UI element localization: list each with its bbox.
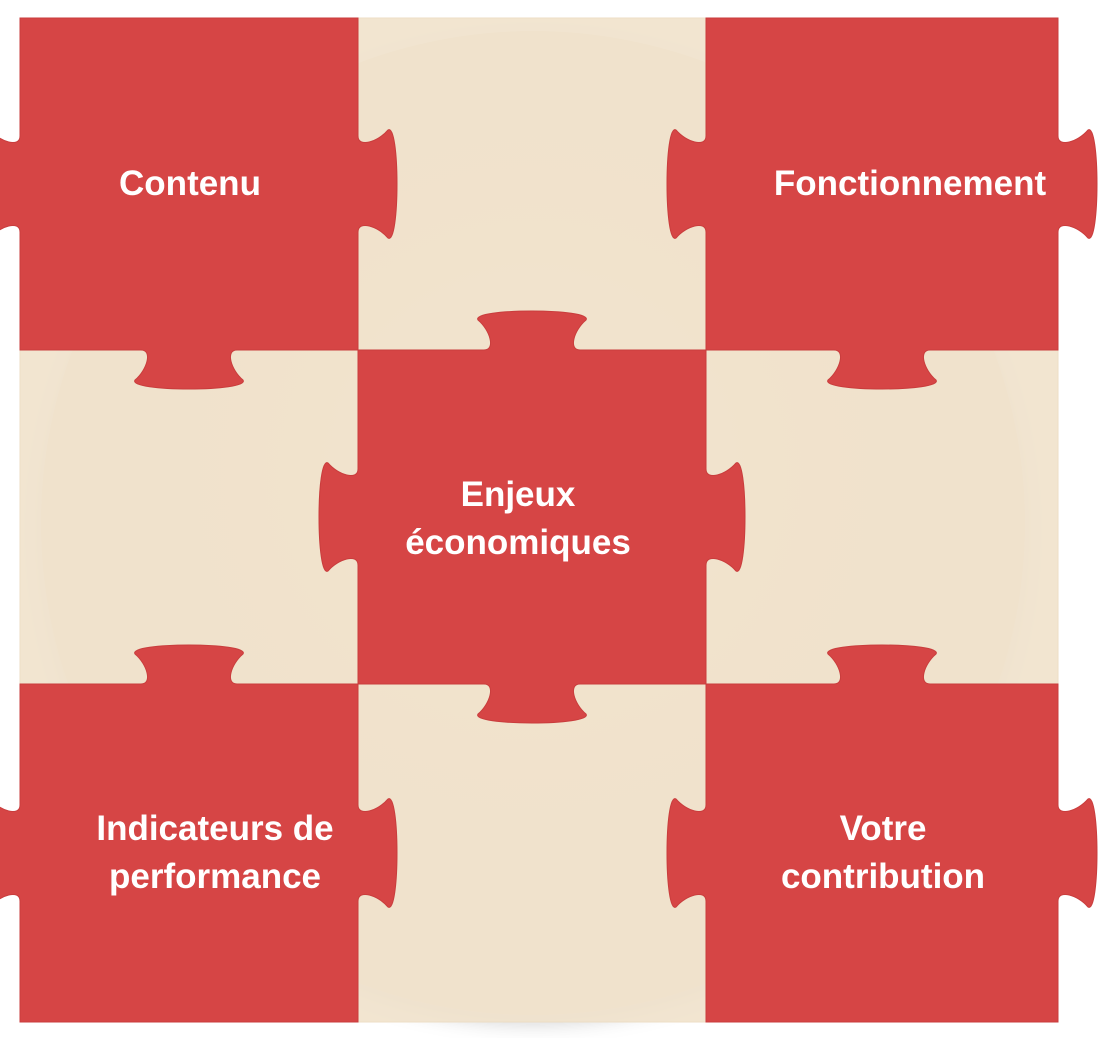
label-center-line-2: économiques: [405, 523, 631, 562]
puzzle-piece-blank-2-1: [357, 683, 707, 1023]
puzzle-piece-blank-1-2: [705, 349, 1059, 685]
label-center-line-1: Enjeux: [461, 475, 576, 514]
label-top-left-line-1: Contenu: [119, 164, 261, 203]
puzzle-piece-blank-0-1: [357, 17, 707, 351]
label-bottom-left-line-2: performance: [109, 857, 321, 896]
puzzle-piece-blank-1-0: [19, 349, 359, 685]
puzzle-piece-center: [318, 310, 746, 724]
puzzle-piece-bottom-right: [666, 644, 1098, 1023]
label-bottom-right-line-1: Votre: [840, 809, 927, 848]
puzzle-piece-top-left: [0, 17, 398, 390]
label-bottom-left-line-1: Indicateurs de: [96, 809, 333, 848]
label-top-right-line-1: Fonctionnement: [774, 164, 1047, 203]
puzzle-piece-top-right: [666, 17, 1098, 390]
puzzle-piece-bottom-left: [0, 644, 398, 1023]
label-bottom-right-line-2: contribution: [781, 857, 985, 896]
